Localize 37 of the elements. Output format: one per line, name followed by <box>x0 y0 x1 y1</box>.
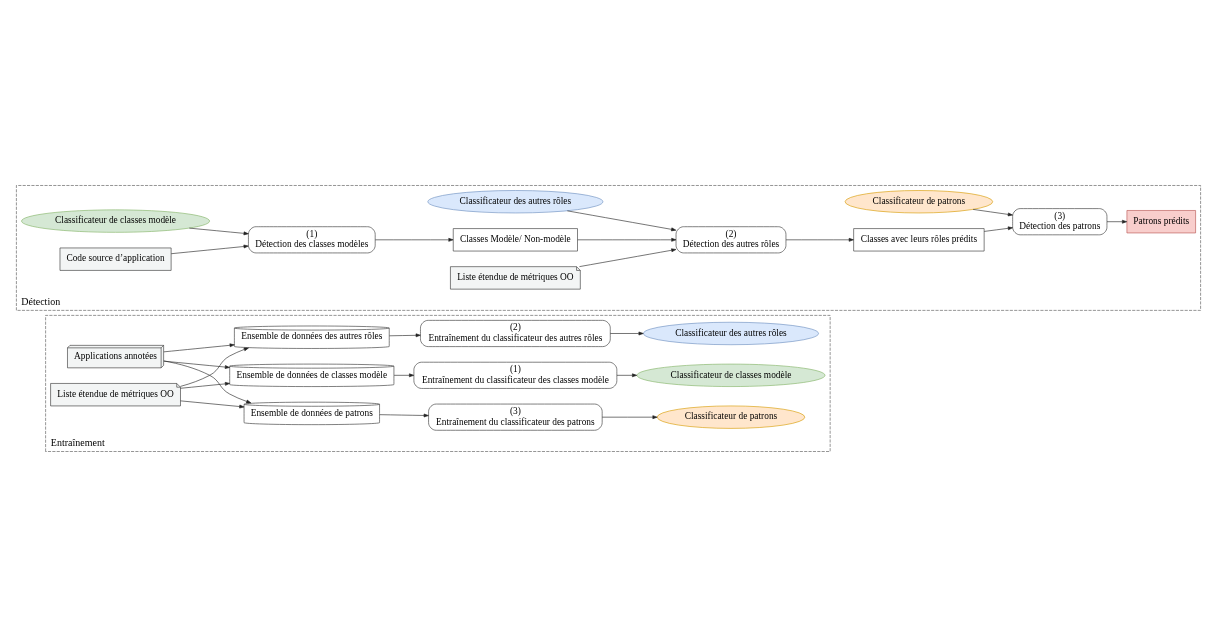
node-box: (3) Entraînement du classificateur des patrons <box>428 403 603 431</box>
arrow <box>610 331 644 336</box>
arrow <box>379 413 429 418</box>
arrow <box>180 400 245 409</box>
arrow <box>983 226 1013 232</box>
node-box: (2) Entraînement du classificateur des autres rôles <box>420 320 611 347</box>
arrow <box>577 238 677 242</box>
arrow <box>616 373 638 378</box>
arrow <box>163 343 235 353</box>
node-ellipse: Classificateur de classes modèle <box>636 363 826 387</box>
arrow <box>389 333 421 338</box>
arrow <box>785 238 854 242</box>
node-ellipse: Classificateur de patrons <box>656 405 806 429</box>
node-box: (3) Détection des patrons <box>1012 208 1108 236</box>
node-ellipse: Classificateur de classes modèle <box>21 209 210 233</box>
node-ellipse: Classificateur de patrons <box>844 190 994 214</box>
arrow <box>393 373 415 378</box>
node-box: (1) Entraînement du classificateur des classes modèle <box>413 361 618 389</box>
node-box: Classes avec leurs rôles prédits <box>853 228 985 252</box>
node-box: Classes Modèle/ Non-modèle <box>452 228 578 252</box>
node-box: (1) Détection des classes modèles <box>248 226 376 254</box>
arrow <box>170 244 249 254</box>
node-ellipse: Classificateur des autres rôles <box>643 321 819 346</box>
node-box: Patrons prédits <box>1126 210 1196 234</box>
arrow <box>375 238 454 242</box>
arrow <box>180 347 249 387</box>
node-ellipse: Classificateur des autres rôles <box>427 190 604 214</box>
arrow <box>972 209 1013 217</box>
node-box: (2) Détection des autres rôles <box>675 226 787 254</box>
arrow <box>163 360 252 404</box>
arrow <box>1106 219 1128 224</box>
arrow <box>601 415 658 419</box>
arrow <box>189 227 249 236</box>
arrow <box>567 210 677 232</box>
arrow <box>579 248 677 267</box>
arrow <box>180 382 230 389</box>
node-box: Code source d’application <box>59 247 172 271</box>
